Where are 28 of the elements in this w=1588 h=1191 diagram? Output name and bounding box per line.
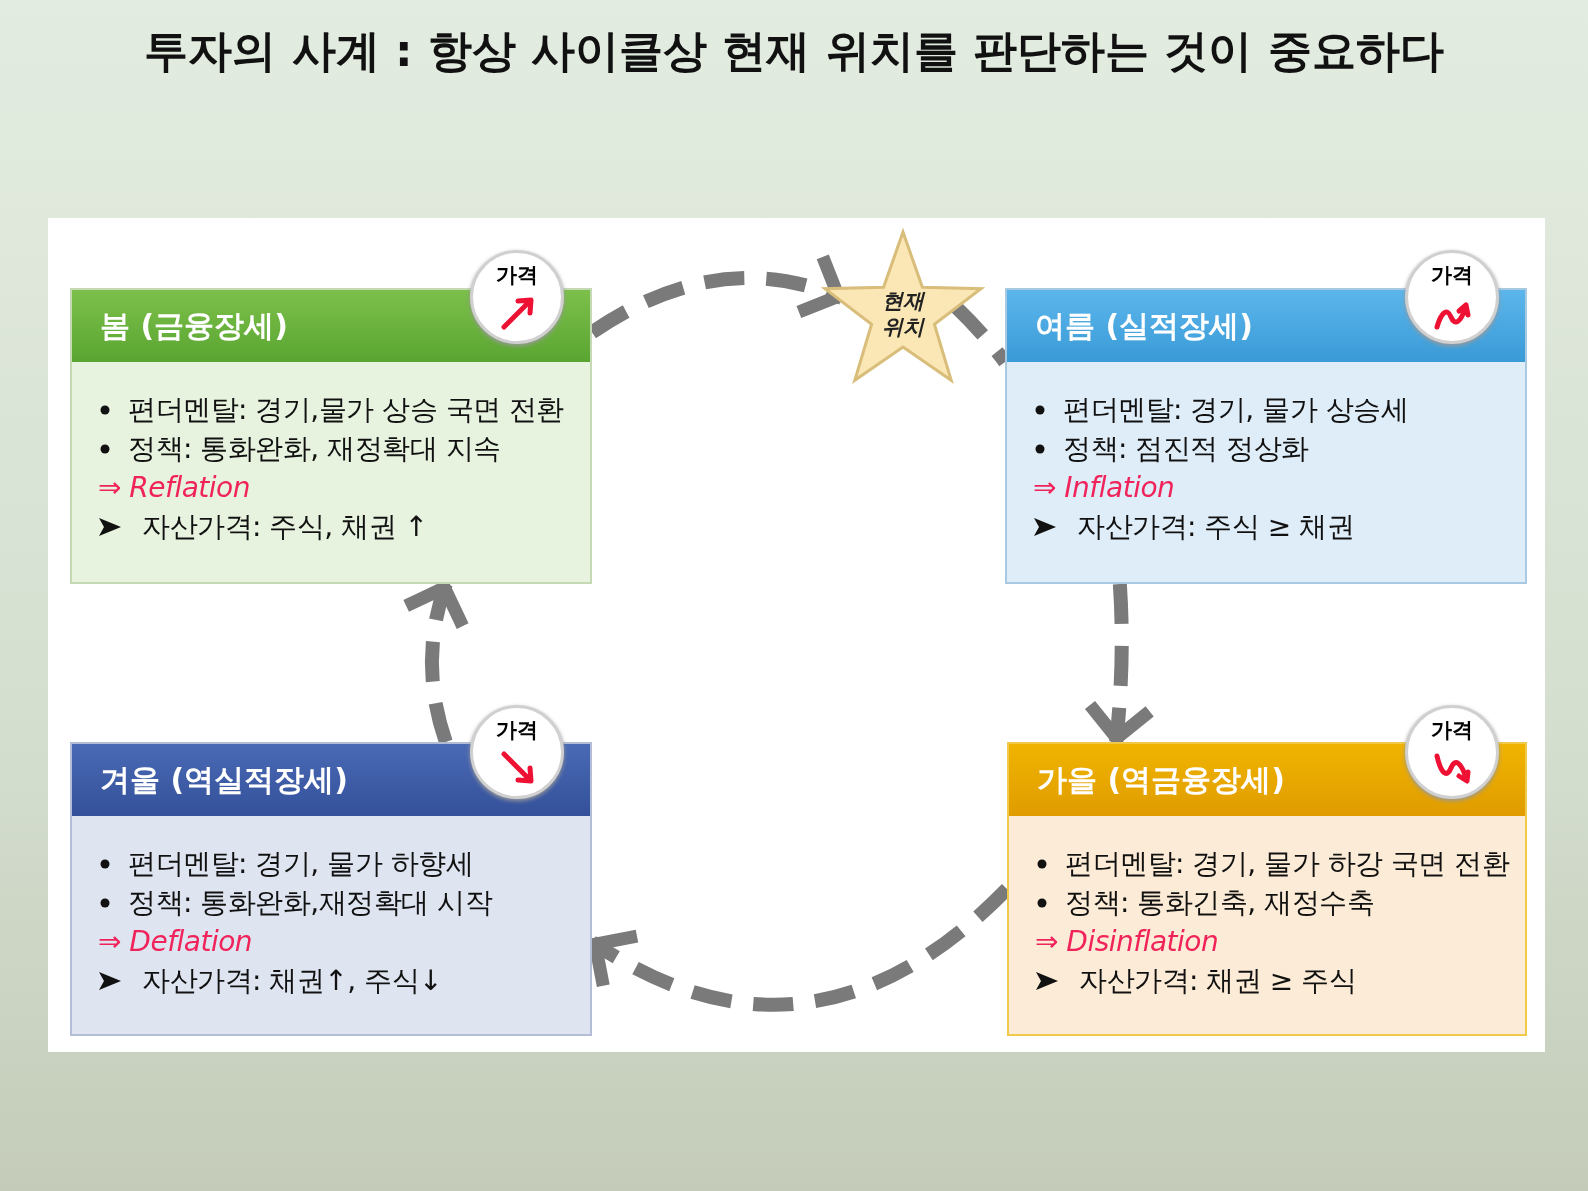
outcome-text: ⇒ Reflation — [98, 470, 251, 506]
phase-card — [70, 742, 592, 1036]
phase-card — [1007, 742, 1527, 1036]
price-label: 가격 — [495, 262, 539, 289]
outcome-text: ⇒ Disinflation — [1035, 924, 1220, 960]
outcome-text: ⇒ Deflation — [98, 924, 254, 960]
page-title: 투자의 사계 : 항상 사이클상 현재 위치를 판단하는 것이 중요하다 — [143, 24, 1445, 78]
bullet-item: 자산가격: 채권 ≥ 주식 — [1035, 961, 1519, 1000]
bullet-item: 정책: 통화완화,재정확대 시작 — [98, 883, 584, 922]
phase-card — [70, 288, 592, 584]
bullet-item: 자산가격: 주식, 채권 ↑ — [98, 507, 584, 546]
phase-card — [1005, 288, 1527, 584]
star-label: 현재 위치 — [881, 288, 927, 340]
bullet-item: 편더멘탈: 경기, 물가 하강 국면 전환 — [1035, 844, 1519, 883]
bullet-item: 자산가격: 채권↑, 주식↓ — [98, 961, 584, 1000]
price-label: 가격 — [495, 717, 539, 744]
bullet-item: 편더멘탈: 경기,물가 상승 국면 전환 — [98, 390, 584, 429]
bullet-item: 편더멘탈: 경기, 물가 상승세 — [1033, 390, 1519, 429]
cycle-arrow — [1083, 583, 1156, 745]
price-label: 가격 — [1430, 262, 1474, 289]
phase-heading: 봄 (금융장세) — [72, 290, 590, 362]
bullet-item: 정책: 통화완화, 재정확대 지속 — [98, 429, 584, 468]
bullet-item: 편더멘탈: 경기, 물가 하향세 — [98, 844, 584, 883]
bullet-item: 정책: 점진적 정상화 — [1033, 429, 1519, 468]
bullet-item: 정책: 통화긴축, 재정수축 — [1035, 883, 1519, 922]
outcome-text: ⇒ Inflation — [1033, 470, 1176, 506]
price-label: 가격 — [1430, 717, 1474, 744]
bullet-item: 자산가격: 주식 ≥ 채권 — [1033, 507, 1519, 546]
